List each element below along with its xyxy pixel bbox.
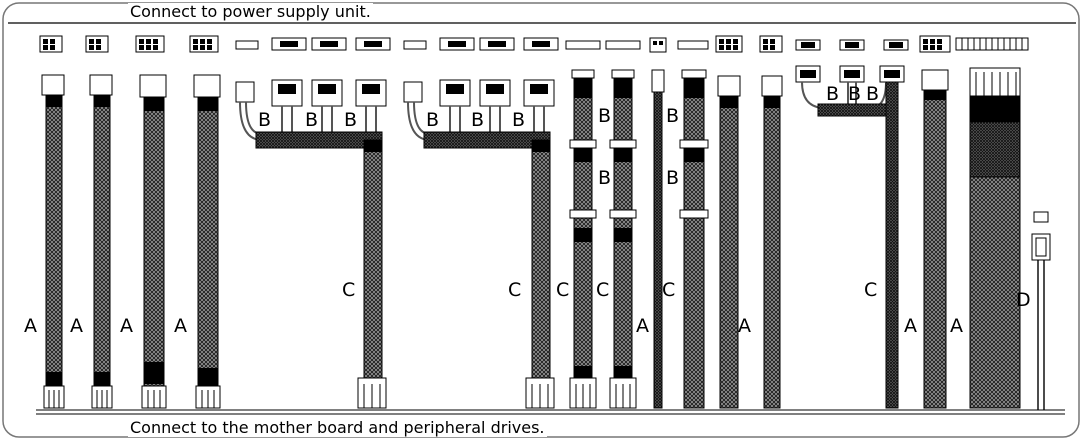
- label-c: C: [508, 279, 521, 301]
- label-a: A: [636, 315, 649, 337]
- label-d: D: [1016, 289, 1031, 311]
- label-c: C: [864, 279, 877, 301]
- sleeve: [93, 94, 111, 386]
- label-c: C: [556, 279, 569, 301]
- label-b: B: [344, 109, 357, 131]
- label-b: B: [866, 83, 879, 105]
- label-b: B: [258, 109, 271, 131]
- label-a: A: [904, 315, 917, 337]
- label-a: A: [738, 315, 751, 337]
- bottom-caption: Connect to the mother board and peripher…: [128, 418, 547, 437]
- connector-top-8pin: [189, 35, 219, 53]
- label-b: B: [305, 109, 318, 131]
- label-b: B: [666, 167, 679, 189]
- label-b: B: [666, 105, 679, 127]
- cable-group-peripheral-2: B B B C: [403, 37, 559, 409]
- top-caption: Connect to power supply unit.: [128, 2, 373, 21]
- sleeve: [197, 96, 219, 388]
- label-b: B: [426, 109, 439, 131]
- label-b: B: [471, 109, 484, 131]
- label-b: B: [826, 83, 839, 105]
- cable-group-sata: B B B B C C C A: [556, 37, 709, 409]
- cable-group-motherboard-a: A A: [904, 35, 1029, 409]
- label-a: A: [174, 315, 187, 337]
- connector-top-8pin: [135, 35, 165, 53]
- cable-group-cpu-a: A: [715, 35, 783, 409]
- sleeve: [143, 96, 165, 388]
- label-b: B: [598, 167, 611, 189]
- label-c: C: [342, 279, 355, 301]
- cable-group-molex: B B B C: [795, 39, 909, 409]
- cable-group-peripheral-1: B B B C: [235, 37, 391, 409]
- connector-top-6pin: [85, 35, 109, 53]
- cable-group-d: D: [1016, 211, 1051, 410]
- label-b: B: [598, 105, 611, 127]
- cable-group-pcie-a: A A A A: [24, 35, 221, 409]
- label-a: A: [70, 315, 83, 337]
- label-a: A: [24, 315, 37, 337]
- connector-top-6pin: [39, 35, 63, 53]
- label-c: C: [662, 279, 675, 301]
- label-b: B: [848, 83, 861, 105]
- label-a: A: [950, 315, 963, 337]
- label-b: B: [512, 109, 525, 131]
- label-a: A: [120, 315, 133, 337]
- label-c: C: [596, 279, 609, 301]
- sleeve: [45, 94, 63, 386]
